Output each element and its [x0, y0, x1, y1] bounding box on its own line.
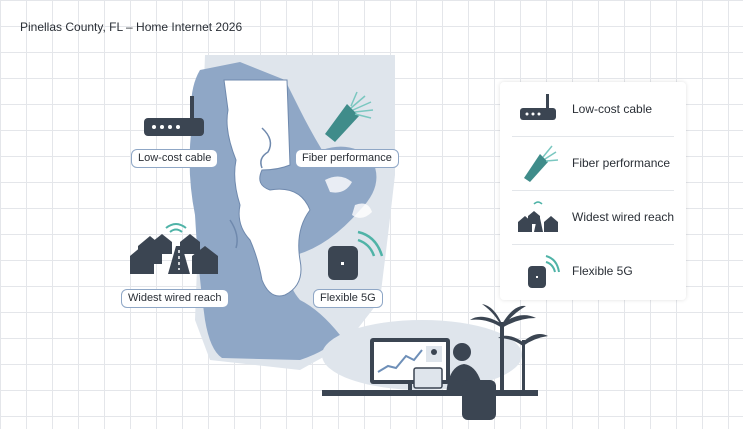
fiber-cable-icon [524, 145, 559, 182]
bay-inlet [260, 127, 272, 169]
bay-inlet [229, 219, 238, 249]
legend-panel: Low-cost cable Fiber performance Widest … [500, 82, 686, 300]
legend-label: Flexible 5G [572, 264, 633, 278]
router-icon [520, 94, 556, 120]
5g-gateway-icon [528, 255, 560, 288]
chair [462, 380, 496, 420]
legend-item-cable: Low-cost cable [512, 82, 674, 137]
palm-tree [470, 304, 548, 392]
island [352, 203, 372, 218]
callout-fiber: Fiber performance [295, 149, 399, 168]
desk [322, 390, 538, 396]
person-head [453, 343, 471, 361]
houses-road-icon [130, 223, 218, 274]
legend-label: Fiber performance [572, 156, 671, 170]
router-icon [144, 96, 204, 136]
legend-item-reach: Widest wired reach [512, 190, 674, 245]
page-title: Pinellas County, FL – Home Internet 2026 [20, 20, 243, 34]
callout-reach: Widest wired reach [121, 289, 229, 308]
island [325, 176, 352, 193]
laptop [413, 367, 443, 389]
legend-item-fiber: Fiber performance [512, 136, 674, 191]
legend-item-fiveg: Flexible 5G [512, 244, 674, 298]
remote-work-scene [322, 304, 548, 420]
screen-chart [377, 349, 423, 373]
houses-road-icon [518, 201, 558, 232]
callout-cable: Low-cost cable [131, 149, 219, 168]
legend-label: Low-cost cable [572, 102, 653, 116]
callout-fiveg: Flexible 5G [313, 289, 383, 308]
legend-label: Widest wired reach [572, 210, 675, 224]
fiber-cable-icon [325, 91, 374, 142]
peninsula-land [223, 79, 311, 297]
5g-gateway-icon [328, 230, 384, 280]
